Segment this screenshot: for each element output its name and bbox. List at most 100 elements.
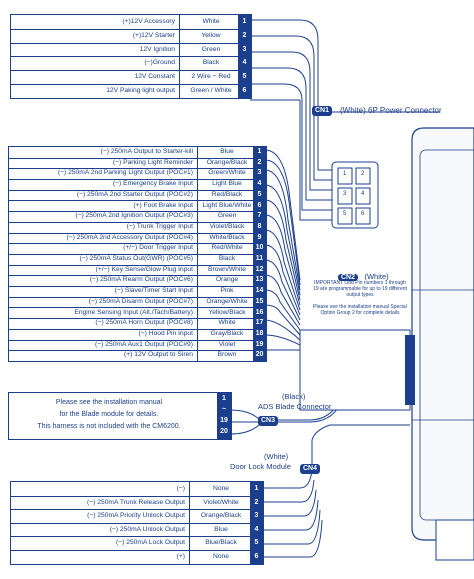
cn2-function: (−) Emergency Brake Input [112, 180, 193, 188]
cn4-pin-number: 2 [250, 495, 263, 510]
cn2-wire-color: Violet/Black [197, 221, 256, 233]
cn1-pin-number: 2 [238, 28, 251, 43]
cn2-pin-number: 14 [253, 286, 266, 297]
cn2-function: Engine Sensing Input (Alt./Tach/Battery) [74, 308, 193, 316]
cn4-wire-color: Orange/Black [189, 509, 252, 523]
cn2-row: Engine Sensing Input (Alt./Tach/Battery)… [9, 307, 266, 320]
cn1-function: 12V Ignition [139, 45, 175, 53]
cn1-function: (−)Ground [144, 59, 175, 67]
cn2-wire-color: Brown/White [197, 264, 256, 276]
cn1-wire-color: Green / White [179, 84, 242, 98]
cn2-pin-number: 2 [253, 157, 266, 169]
cn2-wire-color: Red/White [197, 243, 256, 254]
plug-pin-2: 2 [361, 171, 365, 177]
cn3-pin-range: ~ [221, 406, 227, 413]
cn1-wire-color: Yellow [179, 28, 242, 43]
cn4-title-1: (White) [264, 452, 289, 461]
plug-pin-4: 4 [361, 191, 365, 197]
cn2-wire-color: Pink [197, 286, 256, 297]
cn4-wire-color: Blue [189, 522, 252, 537]
cn2-pin-number: 17 [253, 318, 266, 329]
plug-pin-1: 1 [343, 171, 347, 177]
cn1-title: (White) 6P Power Connector [340, 106, 442, 115]
cn3-pin-first: 1 [222, 395, 226, 402]
cn2-wire-color: Blue [197, 147, 256, 158]
cn3-badge: CN3 [258, 416, 279, 426]
cn2-pin-number: 20 [253, 350, 266, 361]
cn2-pin-number: 9 [253, 232, 266, 244]
cn2-row: (−) 250mA 2nd Starter Output (POC#2)Red/… [9, 189, 266, 202]
cn2-pin-number: 11 [253, 254, 266, 265]
cn2-function: (−) 250mA 2nd Ignition Output (POC#3) [75, 212, 193, 220]
cn2-pin-number: 1 [253, 147, 266, 158]
cn2-function: (−) Slave/Timer Start Input [114, 287, 193, 295]
cn3-title-1: (Black) [282, 392, 306, 401]
cn2-wire-color: Violet [197, 339, 256, 351]
cn4-title-2: Door Lock Module [230, 462, 291, 471]
cn4-badge: CN4 [300, 464, 321, 474]
cn2-wire-color: Light Blue [197, 179, 256, 190]
cn1-pin-number: 3 [238, 42, 251, 57]
cn2-wire-color: White [197, 318, 256, 329]
cn2-wire-color: Light Blue/White [197, 200, 256, 212]
cn3-line-3: This harness is not included with the CM… [37, 423, 181, 430]
plug-pin-3: 3 [343, 191, 347, 197]
cn4-function: (−) 250mA Lock Output [116, 539, 185, 547]
cn2-function: (−) Parking Light Reminder [112, 158, 193, 166]
cn4-function: (−) 250mA Unlock Output [109, 525, 185, 533]
cn2-row: (−) 250mA 2nd Parking Light Output (POC#… [9, 168, 266, 181]
cn2-wire-color: Gray/Black [197, 328, 256, 340]
cn2-function: (−) 250mA 2nd Starter Output (POC#2) [76, 190, 193, 198]
cn2-pin-number: 16 [253, 307, 266, 319]
cn4-wire-color: None [189, 550, 252, 564]
cn2-wire-color: Orange/White [197, 296, 256, 308]
cn1-pin-number: 4 [238, 56, 251, 71]
cn4-wire-color: Blue/Black [189, 536, 252, 550]
cn4-pin-number: 5 [250, 536, 263, 550]
cn4-row: (−) 250mA Priority Unlock Output Orange/B… [11, 509, 263, 524]
cn1-function: 12V Paking light output [106, 87, 175, 94]
cn4-function: (−) 250mA Priority Unlock Output [87, 512, 185, 520]
cn3-pin-20: 20 [220, 428, 228, 435]
cn2-function: (−) 250mA Status Out(GWR) (POC#5) [79, 255, 193, 262]
cn2-pin-number: 19 [253, 339, 266, 351]
cn2-function: (−) 250mA Rearm Output (POC#6) [89, 276, 193, 284]
cn4-pin-number: 6 [250, 550, 263, 564]
cn3-box: Please see the installation manual for t… [8, 392, 232, 440]
cn1-wire-color: 2 Wire − Red [179, 70, 242, 84]
cn2-label: CN2 (White) [338, 266, 389, 284]
cn1-function: (+)12V Starter [132, 31, 175, 39]
cn2-function: (−) 250mA 2nd Parking Light Output (POC#… [57, 169, 193, 177]
cn2-pin-number: 18 [253, 328, 266, 340]
cn1-pin-number: 5 [238, 70, 251, 84]
cn1-wire-color: Green [179, 42, 242, 57]
cn1-wire-color: Black [179, 56, 242, 71]
cn3-line-1: Please see the installation manual [55, 399, 163, 406]
cn2-pin-number: 12 [253, 264, 266, 276]
cn2-title: (White) [364, 272, 389, 281]
